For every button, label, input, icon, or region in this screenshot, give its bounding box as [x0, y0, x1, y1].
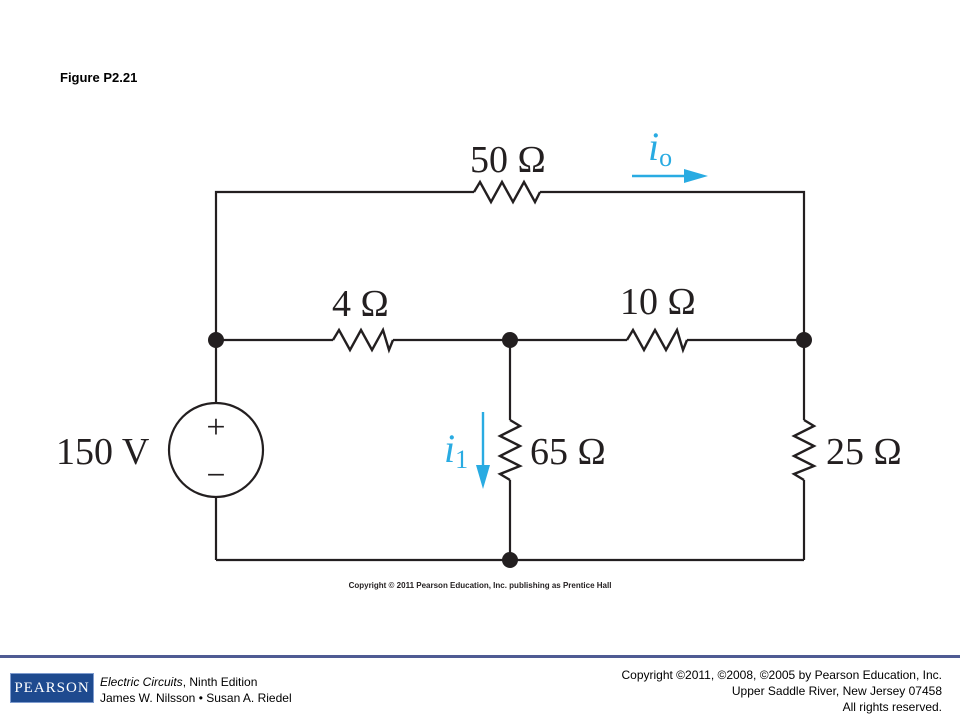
book-edition: , Ninth Edition: [182, 675, 258, 689]
label-10-ohm: 10 Ω: [620, 281, 696, 323]
rights-notice: Copyright ©2011, ©2008, ©2005 by Pearson…: [621, 667, 942, 715]
footer-rule: [0, 655, 960, 658]
label-25-ohm: 25 Ω: [826, 431, 902, 473]
resistor-25-ohm: [791, 418, 817, 482]
pearson-logo: PEARSON: [10, 673, 94, 703]
resistor-10-ohm: [625, 326, 689, 354]
current-io-arrowhead: [684, 169, 708, 183]
source-minus-sign: −: [206, 457, 225, 494]
figure-title: Figure P2.21: [60, 70, 138, 85]
book-title-line: Electric Circuits, Ninth Edition: [100, 674, 292, 690]
node-bottom: [502, 552, 518, 568]
wire-top-right: [540, 190, 806, 340]
wire-top-left: [214, 190, 474, 340]
book-info: Electric Circuits, Ninth Edition James W…: [100, 674, 292, 706]
label-150-v: 150 V: [56, 431, 150, 473]
wires: [214, 190, 806, 562]
node-center: [502, 332, 518, 348]
book-title: Electric Circuits: [100, 675, 183, 689]
node-left: [208, 332, 224, 348]
resistor-65-ohm: [497, 418, 523, 482]
resistor-50-ohm: [472, 179, 542, 205]
current-i1-indicator: i1: [444, 412, 490, 489]
current-i1-arrowhead: [476, 465, 490, 489]
rights-line-1: Copyright ©2011, ©2008, ©2005 by Pearson…: [621, 668, 942, 682]
current-io-indicator: io: [632, 124, 708, 183]
rights-line-2: Upper Saddle River, New Jersey 07458: [731, 684, 942, 698]
current-i1-label: i1: [444, 426, 468, 474]
label-4-ohm: 4 Ω: [332, 283, 389, 325]
book-authors: James W. Nilsson • Susan A. Riedel: [100, 691, 292, 705]
resistor-4-ohm: [331, 326, 395, 354]
rights-line-3: All rights reserved.: [842, 700, 942, 714]
source-plus-sign: +: [206, 409, 225, 446]
voltage-source: + −: [167, 401, 265, 499]
label-65-ohm: 65 Ω: [530, 431, 606, 473]
image-copyright: Copyright © 2011 Pearson Education, Inc.…: [349, 581, 612, 590]
label-50-ohm: 50 Ω: [470, 139, 546, 181]
node-right: [796, 332, 812, 348]
circuit-diagram: + − 50 Ω 4 Ω 10 Ω 65 Ω 25 Ω 150 V io i1 …: [56, 124, 902, 590]
current-io-label: io: [648, 124, 672, 172]
